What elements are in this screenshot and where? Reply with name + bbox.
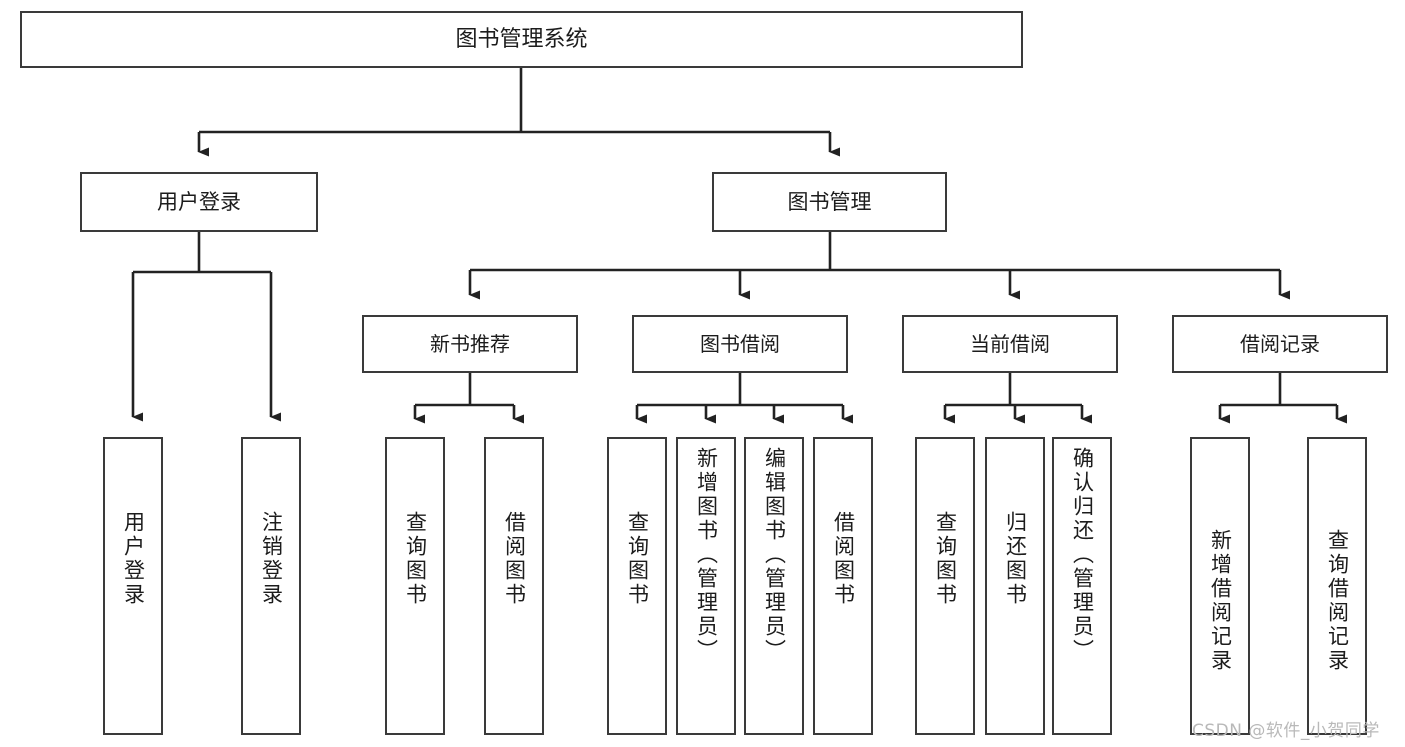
leaf-user-logout[interactable]: 注销登录 — [241, 437, 301, 735]
node-current-borrow[interactable]: 当前借阅 — [902, 315, 1118, 373]
leaf-user-login-label: 用户登录 — [121, 511, 146, 607]
leaf-return-book[interactable]: 归还图书 — [985, 437, 1045, 735]
node-book-borrow[interactable]: 图书借阅 — [632, 315, 848, 373]
csdn-watermark: CSDN @软件_小贺同学 — [1192, 721, 1380, 741]
node-borrow-record[interactable]: 借阅记录 — [1172, 315, 1388, 373]
leaf-user-login[interactable]: 用户登录 — [103, 437, 163, 735]
node-root-label: 图书管理系统 — [455, 26, 588, 52]
leaf-add-borrow-record-label: 新增借阅记录 — [1208, 529, 1233, 673]
leaf-borrow-book-recommend[interactable]: 借阅图书 — [484, 437, 544, 735]
leaf-borrow-book-recommend-label: 借阅图书 — [502, 511, 527, 607]
leaf-query-book-current[interactable]: 查询图书 — [915, 437, 975, 735]
leaf-query-book-current-label: 查询图书 — [933, 511, 958, 607]
leaf-add-book-admin[interactable]: 新增图书（管理员） — [676, 437, 736, 735]
node-user-login[interactable]: 用户登录 — [80, 172, 318, 232]
node-book-management-label: 图书管理 — [787, 189, 872, 214]
leaf-confirm-return-admin-label: 确认归还（管理员） — [1070, 447, 1095, 663]
leaf-query-book-recommend[interactable]: 查询图书 — [385, 437, 445, 735]
leaf-borrow-book-label: 借阅图书 — [831, 511, 856, 607]
leaf-edit-book-admin-label: 编辑图书（管理员） — [762, 447, 787, 663]
leaf-add-book-admin-label: 新增图书（管理员） — [694, 447, 719, 663]
leaf-borrow-book[interactable]: 借阅图书 — [813, 437, 873, 735]
leaf-query-borrow-record[interactable]: 查询借阅记录 — [1307, 437, 1367, 735]
node-current-borrow-label: 当前借阅 — [970, 331, 1050, 356]
node-book-borrow-label: 图书借阅 — [700, 331, 780, 356]
node-new-book-recommend[interactable]: 新书推荐 — [362, 315, 578, 373]
node-book-management[interactable]: 图书管理 — [712, 172, 947, 232]
leaf-user-logout-label: 注销登录 — [259, 511, 284, 607]
leaf-confirm-return-admin[interactable]: 确认归还（管理员） — [1052, 437, 1112, 735]
leaf-add-borrow-record[interactable]: 新增借阅记录 — [1190, 437, 1250, 735]
node-user-login-label: 用户登录 — [157, 189, 241, 214]
leaf-return-book-label: 归还图书 — [1003, 511, 1028, 607]
leaf-query-book-recommend-label: 查询图书 — [403, 511, 428, 607]
node-root[interactable]: 图书管理系统 — [20, 11, 1023, 68]
leaf-query-book-borrow[interactable]: 查询图书 — [607, 437, 667, 735]
leaf-edit-book-admin[interactable]: 编辑图书（管理员） — [744, 437, 804, 735]
node-new-book-recommend-label: 新书推荐 — [430, 331, 510, 356]
leaf-query-borrow-record-label: 查询借阅记录 — [1325, 529, 1350, 673]
leaf-query-book-borrow-label: 查询图书 — [625, 511, 650, 607]
node-borrow-record-label: 借阅记录 — [1240, 331, 1320, 356]
